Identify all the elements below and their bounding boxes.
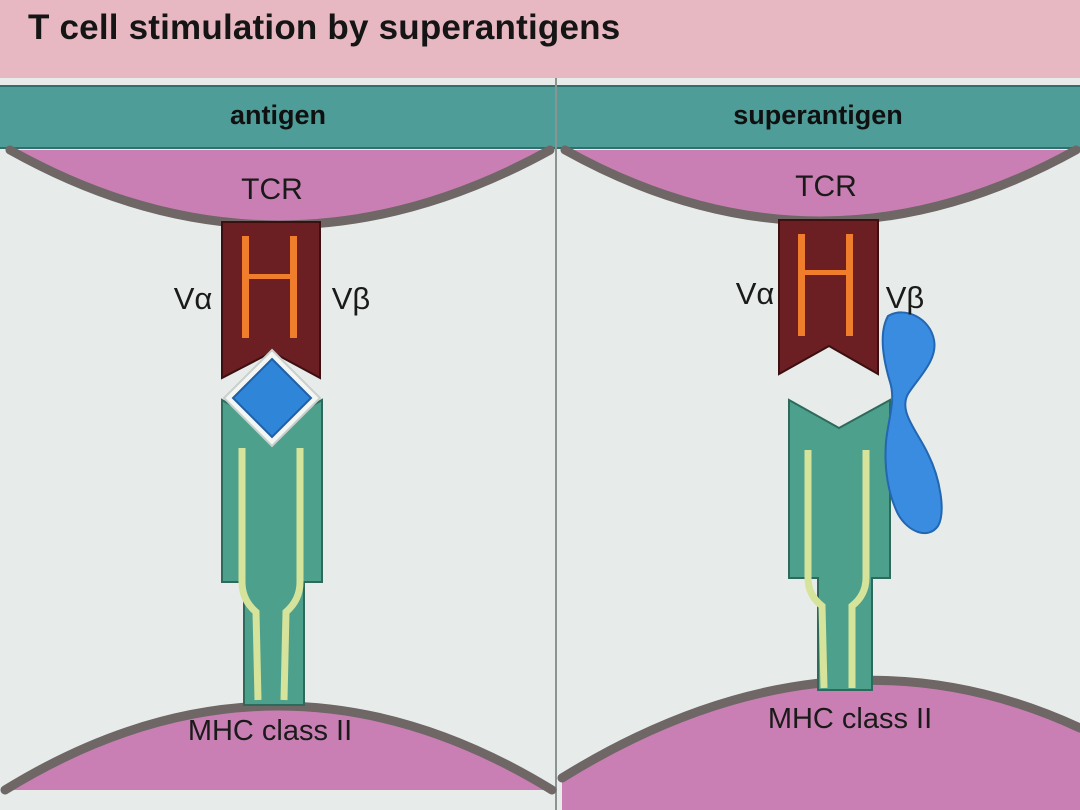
superantigen-header: superantigen [733, 100, 903, 130]
superantigen-blob-icon [881, 311, 943, 535]
title-band [0, 0, 1080, 78]
mhc-label-right: MHC class II [767, 703, 933, 735]
v-beta-label-right: Vβ [885, 280, 925, 315]
v-beta-label-left: Vβ [331, 281, 371, 316]
tcr-label-right: TCR [795, 170, 857, 203]
v-alpha-label-left: Vα [173, 281, 213, 316]
mhc-label-left: MHC class II [187, 715, 353, 747]
tcr-label-left: TCR [241, 173, 303, 206]
diagram-title: T cell stimulation by superantigens [28, 8, 621, 47]
v-alpha-label-right: Vα [735, 276, 775, 311]
header-band [0, 86, 1080, 148]
antigen-header: antigen [229, 100, 326, 130]
antigen-diamond-icon [231, 357, 313, 439]
apc-membrane-right [562, 680, 1080, 810]
